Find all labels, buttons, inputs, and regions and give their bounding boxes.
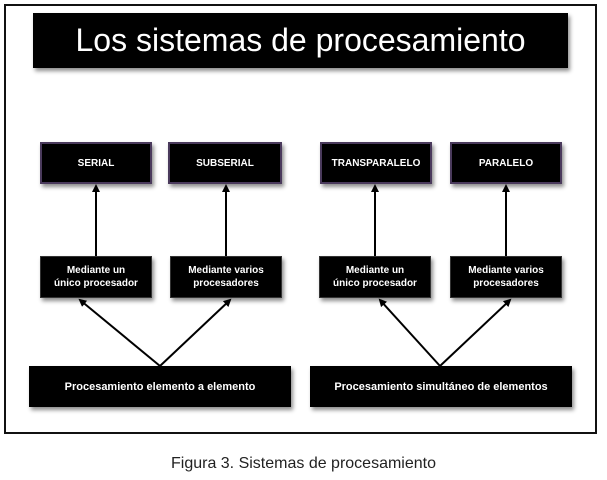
mid-line-2: único procesador: [54, 278, 138, 289]
diagram-title: Los sistemas de procesamiento: [33, 13, 568, 68]
mid-line-1: Mediante varios: [188, 265, 264, 276]
mid-line-2: único procesador: [333, 278, 417, 289]
box-paralelo: PARALELO: [450, 142, 562, 184]
diagram-frame: [4, 4, 597, 434]
figure-caption: Figura 3. Sistemas de procesamiento: [170, 455, 436, 472]
box-subserial: SUBSERIAL: [168, 142, 282, 184]
box-mediante-unico-2: Mediante un único procesador: [319, 256, 431, 298]
box-mediante-varios-2: Mediante varios procesadores: [450, 256, 562, 298]
arrow-to-mid-1: [78, 298, 161, 367]
mid-line-1: Mediante un: [345, 265, 405, 276]
mid-line-2: procesadores: [193, 278, 259, 289]
arrow-to-mid-3: [378, 298, 441, 367]
box-serial: SERIAL: [40, 142, 152, 184]
mid-line-2: procesadores: [473, 278, 539, 289]
arrow-to-mid-2: [159, 298, 232, 367]
box-mediante-unico-1: Mediante un único procesador: [40, 256, 152, 298]
box-transparalelo: TRANSPARALELO: [320, 142, 432, 184]
arrow-to-mid-4: [439, 298, 512, 367]
box-simultaneo: Procesamiento simultáneo de elementos: [310, 366, 572, 407]
mid-line-1: Mediante varios: [468, 265, 544, 276]
box-elemento-a-elemento: Procesamiento elemento a elemento: [29, 366, 291, 407]
box-mediante-varios-1: Mediante varios procesadores: [170, 256, 282, 298]
mid-line-1: Mediante un: [66, 265, 126, 276]
